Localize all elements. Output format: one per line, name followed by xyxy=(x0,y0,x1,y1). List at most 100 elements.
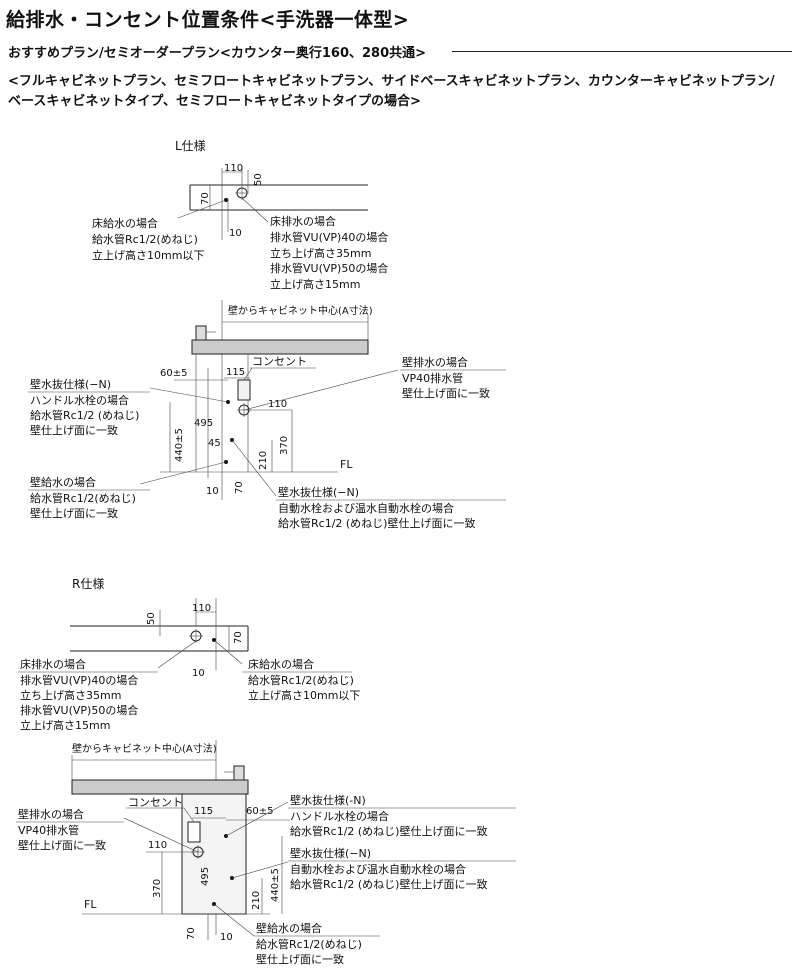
l-elev-dim-495: 495 xyxy=(194,418,213,429)
l-elev-outlet: コンセント xyxy=(252,355,307,368)
svg-text:壁仕上げ面に一致: 壁仕上げ面に一致 xyxy=(30,506,118,520)
r-elev-outlet: コンセント xyxy=(128,796,183,809)
l-elev-wall-to-center: 壁からキャビネット中心(A寸法) xyxy=(228,304,373,317)
l-elev-dim-440: 440±5 xyxy=(174,428,185,462)
svg-text:壁水抜仕様(−N): 壁水抜仕様(−N) xyxy=(30,377,111,391)
svg-text:給水管Rc1/2 (めねじ): 給水管Rc1/2 (めねじ) xyxy=(30,408,139,422)
svg-text:給水管Rc1/2 (めねじ)壁仕上げ面に一致: 給水管Rc1/2 (めねじ)壁仕上げ面に一致 xyxy=(278,516,475,530)
condition-line-2: ベースキャビネットタイプ、セミフロートキャビネットタイプの場合> xyxy=(8,94,421,109)
svg-text:給水管Rc1/2(めねじ): 給水管Rc1/2(めねじ) xyxy=(256,937,362,951)
r-wall-pipe-bottom-note: 壁水抜仕様(−N) 自動水栓および温水自動水栓の場合 給水管Rc1/2 (めねじ… xyxy=(288,846,516,891)
svg-text:壁排水の場合: 壁排水の場合 xyxy=(18,807,84,821)
svg-text:排水管VU(VP)50の場合: 排水管VU(VP)50の場合 xyxy=(270,261,388,275)
r-wall-pipe-top-note: 壁水抜仕様(-N) ハンドル水栓の場合 給水管Rc1/2 (めねじ)壁仕上げ面に… xyxy=(288,793,516,838)
l-elev-dim-70: 70 xyxy=(234,481,245,494)
l-plan-dim-10: 10 xyxy=(229,228,242,239)
r-wall-drain-note: 壁排水の場合 VP40排水管 壁仕上げ面に一致 xyxy=(16,807,124,852)
r-elevation-view: 壁からキャビネット中心(A寸法) FL コンセント 115 60±5 110 3… xyxy=(71,740,290,943)
l-elev-dim-10: 10 xyxy=(206,486,219,497)
r-plan-dim-50: 50 xyxy=(146,612,157,625)
svg-text:排水管VU(VP)40の場合: 排水管VU(VP)40の場合 xyxy=(20,673,138,687)
plan-subtitle: おすすめプラン/セミオーダープラン<カウンター奥行160、280共通> xyxy=(8,46,427,61)
r-elev-dim-110: 110 xyxy=(148,840,167,851)
l-plan-dim-70: 70 xyxy=(200,192,211,205)
r-plan-view: 110 50 70 10 xyxy=(70,598,249,679)
svg-text:壁仕上げ面に一致: 壁仕上げ面に一致 xyxy=(402,386,490,400)
svg-text:立ち上げ高さ35mm: 立ち上げ高さ35mm xyxy=(270,246,371,260)
r-spec-label: R仕様 xyxy=(72,577,104,591)
l-floor-drain-note: 床排水の場合 排水管VU(VP)40の場合 立ち上げ高さ35mm 排水管VU(V… xyxy=(270,214,388,291)
r-elev-wall-to-center: 壁からキャビネット中心(A寸法) xyxy=(72,742,217,755)
l-elev-dim-115: 115 xyxy=(226,367,245,378)
l-wall-pipe-bottom-note: 壁水抜仕様(−N) 自動水栓および温水自動水栓の場合 給水管Rc1/2 (めねじ… xyxy=(276,485,506,530)
svg-text:ハンドル水栓の場合: ハンドル水栓の場合 xyxy=(290,809,389,823)
r-elev-fl: FL xyxy=(84,898,97,911)
r-plan-dim-10: 10 xyxy=(192,668,205,679)
svg-text:壁水抜仕様(-N): 壁水抜仕様(-N) xyxy=(290,793,366,807)
svg-text:自動水栓および温水自動水栓の場合: 自動水栓および温水自動水栓の場合 xyxy=(290,862,466,876)
svg-text:給水管Rc1/2 (めねじ)壁仕上げ面に一致: 給水管Rc1/2 (めねじ)壁仕上げ面に一致 xyxy=(290,877,487,891)
l-wall-drain-note: 壁排水の場合 VP40排水管 壁仕上げ面に一致 xyxy=(400,355,506,400)
l-spec-label: L仕様 xyxy=(175,139,206,153)
svg-text:壁水抜仕様(−N): 壁水抜仕様(−N) xyxy=(278,485,359,499)
svg-text:立上げ高さ10mm以下: 立上げ高さ10mm以下 xyxy=(92,248,204,262)
svg-text:立上げ高さ15mm: 立上げ高さ15mm xyxy=(270,277,360,291)
svg-text:壁給水の場合: 壁給水の場合 xyxy=(256,921,322,935)
l-elev-fl: FL xyxy=(340,458,353,471)
l-elev-dim-110: 110 xyxy=(268,399,287,410)
r-elev-dim-440: 440±5 xyxy=(270,868,281,902)
svg-text:排水管VU(VP)50の場合: 排水管VU(VP)50の場合 xyxy=(20,703,138,717)
r-outlet-box xyxy=(187,821,201,843)
svg-text:VP40排水管: VP40排水管 xyxy=(18,823,79,837)
svg-text:壁給水の場合: 壁給水の場合 xyxy=(30,475,96,489)
l-plan-dim-110: 110 xyxy=(224,163,243,174)
svg-text:床給水の場合: 床給水の場合 xyxy=(248,657,314,671)
r-elev-dim-495: 495 xyxy=(200,867,211,886)
l-elev-dim-210: 210 xyxy=(258,451,269,470)
svg-text:給水管Rc1/2 (めねじ)壁仕上げ面に一致: 給水管Rc1/2 (めねじ)壁仕上げ面に一致 xyxy=(290,824,487,838)
l-plan-view: 110 50 70 10 xyxy=(177,163,368,240)
r-elev-dim-115: 115 xyxy=(194,806,213,817)
r-floor-supply-note: 床給水の場合 給水管Rc1/2(めねじ) 立上げ高さ10mm以下 xyxy=(242,657,360,702)
l-elev-dim-370: 370 xyxy=(279,436,290,455)
condition-line-1: <フルキャビネットプラン、セミフロートキャビネットプラン、サイドベースキャビネッ… xyxy=(8,74,775,89)
svg-text:床排水の場合: 床排水の場合 xyxy=(20,657,86,671)
svg-text:VP40排水管: VP40排水管 xyxy=(402,371,463,385)
r-elev-dim-60: 60±5 xyxy=(246,806,273,817)
svg-text:床給水の場合: 床給水の場合 xyxy=(92,216,158,230)
r-elev-dim-370: 370 xyxy=(152,879,163,898)
svg-text:給水管Rc1/2(めねじ): 給水管Rc1/2(めねじ) xyxy=(30,491,136,505)
r-faucet-icon xyxy=(233,765,245,781)
l-floor-supply-note: 床給水の場合 給水管Rc1/2(めねじ) 立上げ高さ10mm以下 xyxy=(92,216,204,262)
svg-text:給水管Rc1/2(めねじ): 給水管Rc1/2(めねじ) xyxy=(92,232,198,246)
svg-text:壁仕上げ面に一致: 壁仕上げ面に一致 xyxy=(256,952,344,966)
svg-text:ハンドル水栓の場合: ハンドル水栓の場合 xyxy=(30,393,129,407)
l-elev-dim-60: 60±5 xyxy=(160,368,187,379)
svg-text:立上げ高さ15mm: 立上げ高さ15mm xyxy=(20,718,110,732)
svg-text:排水管VU(VP)40の場合: 排水管VU(VP)40の場合 xyxy=(270,230,388,244)
r-wall-supply-note: 壁給水の場合 給水管Rc1/2(めねじ) 壁仕上げ面に一致 xyxy=(254,921,380,966)
r-elev-dim-70: 70 xyxy=(186,927,197,940)
l-wall-supply-note: 壁給水の場合 給水管Rc1/2(めねじ) 壁仕上げ面に一致 xyxy=(28,475,150,520)
r-cabinet-body xyxy=(181,793,247,915)
r-plan-dim-110: 110 xyxy=(192,603,211,614)
l-elevation-view: 壁からキャビネット中心(A寸法) FL コンセント 60±5 115 495 1… xyxy=(139,300,399,500)
l-elev-dim-45: 45 xyxy=(208,438,221,449)
svg-text:立ち上げ高さ35mm: 立ち上げ高さ35mm xyxy=(20,688,121,702)
l-outlet-box xyxy=(237,379,251,401)
svg-text:壁仕上げ面に一致: 壁仕上げ面に一致 xyxy=(30,423,118,437)
r-elev-dim-10: 10 xyxy=(220,932,233,943)
l-faucet-icon xyxy=(195,325,207,341)
svg-text:壁水抜仕様(−N): 壁水抜仕様(−N) xyxy=(290,846,371,860)
r-elev-dim-210: 210 xyxy=(251,891,262,910)
svg-text:床排水の場合: 床排水の場合 xyxy=(270,214,336,228)
r-floor-drain-note: 床排水の場合 排水管VU(VP)40の場合 立ち上げ高さ35mm 排水管VU(V… xyxy=(18,657,158,732)
l-plan-dim-50: 50 xyxy=(253,173,264,186)
r-plan-dim-70: 70 xyxy=(233,631,244,644)
svg-text:自動水栓および温水自動水栓の場合: 自動水栓および温水自動水栓の場合 xyxy=(278,501,454,515)
svg-text:給水管Rc1/2(めねじ): 給水管Rc1/2(めねじ) xyxy=(248,673,354,687)
svg-text:壁仕上げ面に一致: 壁仕上げ面に一致 xyxy=(18,838,106,852)
svg-text:壁排水の場合: 壁排水の場合 xyxy=(402,355,468,369)
l-wall-pipe-top-note: 壁水抜仕様(−N) ハンドル水栓の場合 給水管Rc1/2 (めねじ) 壁仕上げ面… xyxy=(28,377,150,437)
